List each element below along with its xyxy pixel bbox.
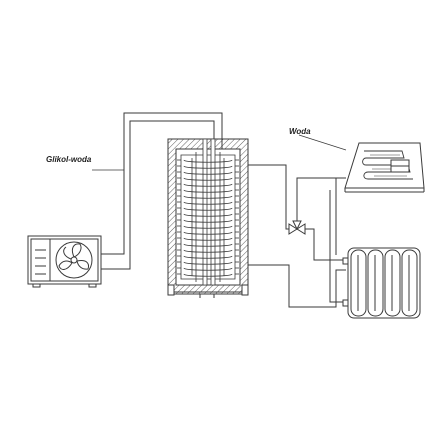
coil-turn bbox=[184, 202, 232, 204]
coil-turn bbox=[184, 256, 232, 258]
fan-icon bbox=[56, 242, 92, 278]
coil-turn bbox=[184, 184, 232, 186]
coil-turn bbox=[184, 274, 232, 276]
coil-turn bbox=[184, 268, 232, 270]
coil-turn bbox=[184, 190, 232, 192]
coil-turn bbox=[184, 232, 232, 234]
coil-turn bbox=[184, 166, 232, 168]
coil-turn bbox=[184, 214, 232, 216]
coil-turn bbox=[184, 172, 232, 174]
three-way-valve bbox=[289, 221, 305, 234]
coil-turn bbox=[184, 160, 232, 162]
coil-turn bbox=[184, 178, 232, 180]
coil-turn bbox=[184, 226, 232, 228]
tank-coil-turns bbox=[177, 160, 239, 276]
water-label: Woda bbox=[289, 127, 311, 136]
coil-turn bbox=[184, 208, 232, 210]
coil-turn bbox=[184, 196, 232, 198]
coil-turn bbox=[184, 244, 232, 246]
radiator bbox=[343, 248, 420, 318]
heat-pump-unit bbox=[28, 236, 101, 287]
coil-turn bbox=[184, 262, 232, 264]
glycol-water-label: Glikol-woda bbox=[46, 155, 92, 164]
coil-turn bbox=[184, 220, 232, 222]
underfloor-coil bbox=[345, 143, 424, 192]
coil-turn bbox=[184, 250, 232, 252]
coil-turn bbox=[184, 238, 232, 240]
